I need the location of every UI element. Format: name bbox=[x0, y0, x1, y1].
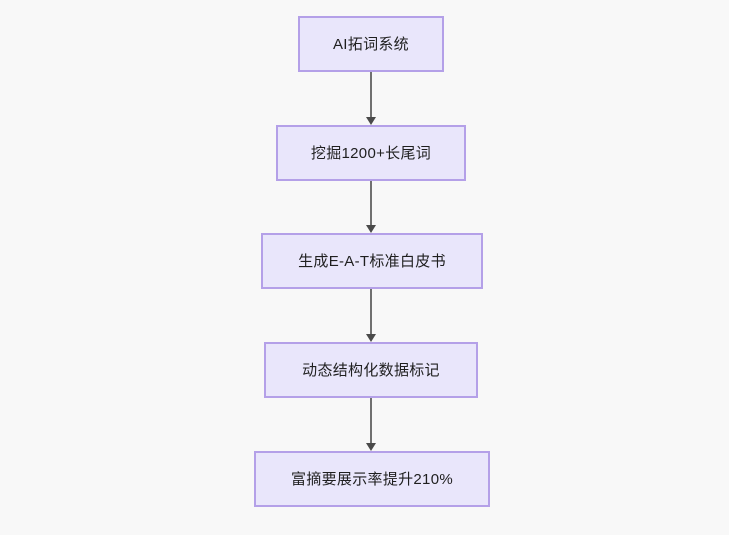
arrowhead-icon bbox=[366, 334, 376, 342]
node-label: 生成E-A-T标准白皮书 bbox=[298, 252, 446, 270]
flowchart-edge-n3-n4 bbox=[363, 398, 379, 451]
edge-line bbox=[370, 398, 372, 444]
flowchart-node-longtail-keywords[interactable]: 挖掘1200+长尾词 bbox=[276, 125, 466, 181]
flowchart-edge-n0-n1 bbox=[363, 72, 379, 125]
node-label: 挖掘1200+长尾词 bbox=[310, 144, 432, 162]
flowchart-node-ai-keyword-system[interactable]: AI拓词系统 bbox=[298, 16, 444, 72]
flowchart-edge-n2-n3 bbox=[363, 289, 379, 342]
arrowhead-icon bbox=[366, 443, 376, 451]
edge-line bbox=[370, 181, 372, 226]
flowchart-edge-n1-n2 bbox=[363, 181, 379, 233]
node-label: AI拓词系统 bbox=[333, 35, 409, 53]
flowchart-node-eat-whitepaper[interactable]: 生成E-A-T标准白皮书 bbox=[261, 233, 483, 289]
node-label: 富摘要展示率提升210% bbox=[291, 470, 453, 488]
edge-line bbox=[370, 289, 372, 335]
node-label: 动态结构化数据标记 bbox=[302, 361, 440, 379]
arrowhead-icon bbox=[366, 117, 376, 125]
edge-line bbox=[370, 72, 372, 118]
arrowhead-icon bbox=[366, 225, 376, 233]
flowchart-node-rich-snippet-result[interactable]: 富摘要展示率提升210% bbox=[254, 451, 490, 507]
flowchart-node-structured-data-markup[interactable]: 动态结构化数据标记 bbox=[264, 342, 478, 398]
